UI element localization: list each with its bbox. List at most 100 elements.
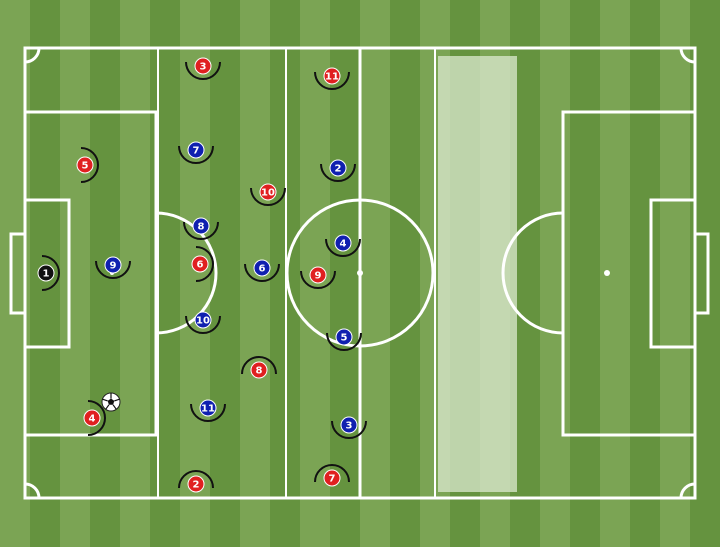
player-token-red-8[interactable]: 8 [241, 356, 277, 379]
player-token-red-6[interactable]: 6 [191, 246, 214, 282]
grass-stripe [60, 0, 90, 547]
facing-arc [190, 403, 226, 422]
player-token-blue-4[interactable]: 4 [325, 234, 361, 257]
player-token-red-3[interactable]: 3 [185, 57, 221, 80]
facing-arc [178, 145, 214, 164]
player-token-blue-3[interactable]: 3 [331, 416, 367, 439]
facing-arc [41, 255, 60, 291]
facing-arc [300, 270, 336, 289]
player-number: 4 [340, 239, 347, 250]
player-marker [76, 156, 94, 174]
facing-arc [331, 420, 367, 439]
player-number: 3 [346, 421, 353, 432]
center-spot [357, 270, 363, 276]
corner-arc [24, 47, 41, 64]
zone-lines [157, 48, 436, 498]
grass-stripe [660, 0, 690, 547]
player-marker [309, 266, 327, 284]
right-goal [693, 232, 710, 315]
grass-stripe [540, 0, 570, 547]
player-marker [323, 67, 341, 85]
player-marker [194, 57, 212, 75]
player-token-blue-7[interactable]: 7 [178, 141, 214, 164]
player-token-red-5[interactable]: 5 [76, 147, 99, 183]
player-number: 5 [82, 161, 89, 172]
player-token-red-2[interactable]: 2 [178, 470, 214, 493]
player-token-red-9[interactable]: 9 [300, 266, 336, 289]
player-marker [194, 311, 212, 329]
facing-arc [87, 400, 106, 436]
player-marker [192, 217, 210, 235]
player-token-blue-11[interactable]: 11 [190, 399, 226, 422]
player-marker [199, 399, 217, 417]
player-marker [259, 183, 277, 201]
player-token-red-4[interactable]: 4 [83, 400, 106, 436]
player-number: 6 [197, 260, 204, 271]
player-number: 11 [325, 72, 339, 83]
facing-arc [326, 332, 362, 351]
player-marker [187, 475, 205, 493]
player-token-blue-10[interactable]: 10 [185, 311, 221, 334]
facing-arc [185, 315, 221, 334]
left-goal [9, 232, 27, 315]
player-number: 8 [198, 222, 205, 233]
player-marker [253, 259, 271, 277]
player-number: 7 [329, 474, 336, 485]
facing-arc [325, 238, 361, 257]
player-token-blue-5[interactable]: 5 [326, 328, 362, 351]
player-token-red-7[interactable]: 7 [314, 464, 350, 487]
facing-arc [244, 263, 280, 282]
corner-arc [679, 47, 696, 64]
highlight-zone[interactable] [438, 56, 517, 492]
player-number: 6 [259, 264, 266, 275]
player-number: 9 [315, 271, 322, 282]
facing-arc [195, 246, 214, 282]
player-token-black-1[interactable]: 1 [37, 255, 60, 291]
player-token-blue-8[interactable]: 8 [183, 217, 219, 240]
grass-stripe [90, 0, 120, 547]
right-penalty-arc [501, 211, 564, 335]
player-number: 7 [193, 146, 200, 157]
facing-arc [183, 221, 219, 240]
player-number: 11 [201, 404, 215, 415]
facing-arc [80, 147, 99, 183]
penalty-spot [604, 270, 610, 276]
player-token-blue-2[interactable]: 2 [320, 159, 356, 182]
facing-arc [95, 260, 131, 279]
player-number: 5 [341, 333, 348, 344]
player-number: 9 [110, 261, 117, 272]
player-number: 10 [261, 188, 275, 199]
player-marker [83, 409, 101, 427]
player-marker [329, 159, 347, 177]
player-marker [250, 361, 268, 379]
facing-arc [320, 163, 356, 182]
grass-stripe [630, 0, 660, 547]
player-number: 10 [196, 316, 210, 327]
soccer-ball-icon[interactable] [101, 392, 121, 412]
grass-stripe [570, 0, 600, 547]
player-marker [104, 256, 122, 274]
player-number: 2 [193, 480, 200, 491]
player-token-blue-6[interactable]: 6 [244, 259, 280, 282]
facing-arc [178, 470, 214, 489]
player-number: 8 [256, 366, 263, 377]
player-token-red-11[interactable]: 11 [314, 67, 350, 90]
grass-stripe [360, 0, 390, 547]
left-penalty-arc [155, 211, 218, 335]
corner-arc [679, 482, 696, 499]
player-marker [187, 141, 205, 159]
grass-stripe [180, 0, 210, 547]
player-token-blue-9[interactable]: 9 [95, 256, 131, 279]
corner-arc [24, 482, 41, 499]
player-marker [37, 264, 55, 282]
players-layer: 1 5 4 9 3 7 8 6 10 11 2 10 6 8 11 2 4 9 5 3 7 [37, 57, 367, 493]
facing-arc [185, 61, 221, 80]
facing-arc [314, 464, 350, 483]
player-marker [334, 234, 352, 252]
player-token-red-10[interactable]: 10 [250, 183, 286, 206]
player-marker [340, 416, 358, 434]
player-marker [191, 255, 209, 273]
player-marker [335, 328, 353, 346]
